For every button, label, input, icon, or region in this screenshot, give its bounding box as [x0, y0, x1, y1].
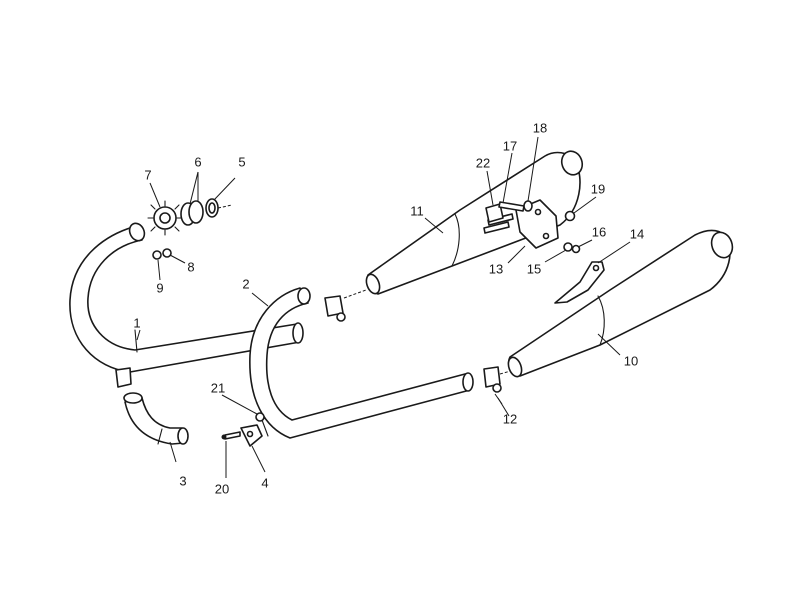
callout-6: 6	[194, 154, 201, 169]
callout-1: 1	[133, 315, 140, 330]
callout-5: 5	[238, 154, 245, 169]
mounting-bracket	[554, 261, 605, 304]
lower-silencer	[507, 229, 734, 378]
callout-11: 11	[410, 203, 424, 218]
callout-10: 10	[624, 353, 638, 368]
silencer-bracket	[483, 199, 559, 249]
callout-14: 14	[630, 226, 644, 241]
callout-labels: 1 2 3 4 5 6 7 8 9 10 11 12 13 14 15 16 1…	[133, 120, 644, 496]
callout-17: 17	[503, 138, 517, 153]
callout-3: 3	[179, 473, 186, 488]
callout-13: 13	[489, 261, 503, 276]
lower-bracket	[221, 412, 265, 447]
callout-2: 2	[242, 276, 249, 291]
callout-22: 22	[476, 155, 490, 170]
callout-19: 19	[591, 181, 605, 196]
callout-21: 21	[211, 380, 225, 395]
callout-18: 18	[533, 120, 547, 135]
callout-15: 15	[527, 261, 541, 276]
right-header-pipe	[249, 287, 474, 439]
small-hardware	[563, 210, 581, 254]
leader-lines	[136, 136, 631, 478]
callout-16: 16	[592, 224, 606, 239]
pipe-clamp-upper	[324, 289, 367, 322]
callout-20: 20	[215, 481, 229, 496]
callout-4: 4	[261, 475, 268, 490]
callout-7: 7	[144, 167, 151, 182]
bent-connector-pipe	[123, 392, 189, 445]
pipe-clamp-lower	[483, 366, 515, 405]
upper-silencer	[365, 150, 584, 295]
flange-assembly	[147, 198, 233, 260]
callout-8: 8	[187, 259, 194, 274]
callout-12: 12	[503, 411, 517, 426]
callout-9: 9	[156, 280, 163, 295]
left-header-pipe	[69, 222, 304, 388]
